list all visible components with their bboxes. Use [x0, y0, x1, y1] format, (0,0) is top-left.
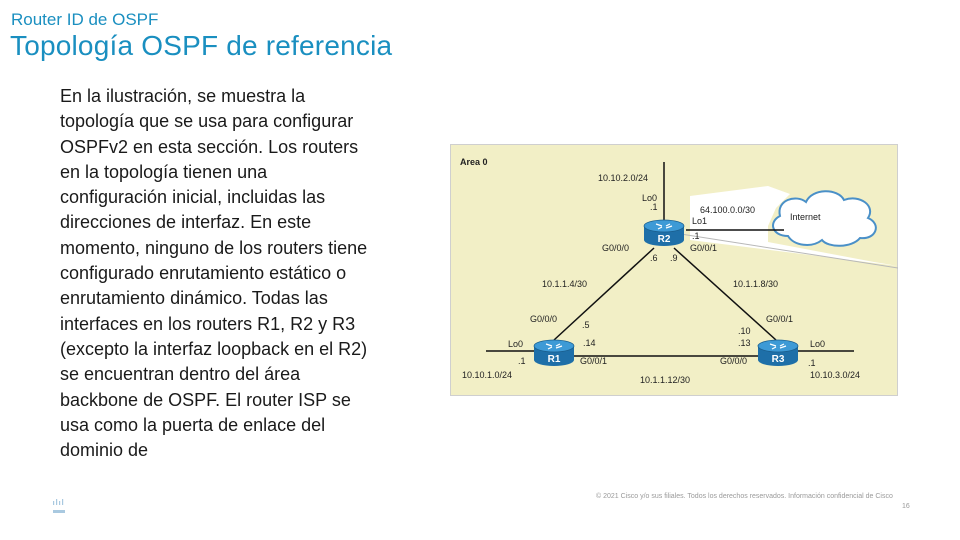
- r1-g000-host: .5: [582, 320, 590, 330]
- r2-lo1-host: .1: [692, 231, 700, 241]
- router-r3-icon: [757, 339, 799, 366]
- net-r2-r3: 10.1.1.8/30: [733, 279, 778, 289]
- slide-title: Topología OSPF de referencia: [10, 30, 393, 61]
- r1-lo0-label: Lo0: [508, 339, 523, 349]
- router-r3-label: R3: [772, 354, 785, 365]
- r3-g001-label: G0/0/1: [766, 314, 793, 324]
- link-r2-r3: [673, 247, 777, 341]
- r3-g001-host: .10: [738, 326, 751, 336]
- router-r1-icon: [533, 339, 575, 366]
- r2-g000-host: .6: [650, 253, 658, 263]
- r1-g000-label: G0/0/0: [530, 314, 557, 324]
- net-r1-r2: 10.1.1.4/30: [542, 279, 587, 289]
- r2-lo1-label: Lo1: [692, 216, 707, 226]
- r1-lo0-host: .1: [518, 356, 526, 366]
- r3-lo0-host: .1: [808, 358, 816, 368]
- r1-g001-host: .14: [583, 338, 596, 348]
- r2-g001-label: G0/0/1: [690, 243, 717, 253]
- ospf-topology-diagram: Area 0 Internet R2 R1 R3 10.10.2.0/24 64…: [450, 144, 898, 396]
- r2-g001-host: .9: [670, 253, 678, 263]
- router-r2-icon: [643, 219, 685, 246]
- link-r1-r2: [553, 247, 655, 341]
- cisco-logo-icon: [53, 499, 65, 513]
- slide-kicker: Router ID de OSPF: [11, 10, 159, 29]
- r2-lo0-host: .1: [650, 202, 658, 212]
- net-r1-lo0: 10.10.1.0/24: [462, 370, 512, 380]
- r1-g001-label: G0/0/1: [580, 356, 607, 366]
- net-r1-r3: 10.1.1.12/30: [640, 375, 690, 385]
- internet-label: Internet: [790, 212, 821, 222]
- net-r3-lo0: 10.10.3.0/24: [810, 370, 860, 380]
- r3-g000-label: G0/0/0: [720, 356, 747, 366]
- page-number: 16: [902, 503, 910, 510]
- footer-copyright: © 2021 Cisco y/o sus filiales. Todos los…: [596, 493, 893, 500]
- r3-g000-host: .13: [738, 338, 751, 348]
- router-r2-label: R2: [658, 234, 671, 245]
- area-0-border: [450, 144, 898, 396]
- r2-g000-label: G0/0/0: [602, 243, 629, 253]
- net-r2-lo1: 64.100.0.0/30: [700, 205, 755, 215]
- r3-lo0-label: Lo0: [810, 339, 825, 349]
- r2-lo0-label: Lo0: [642, 193, 657, 203]
- internet-cloud-icon: [772, 190, 877, 247]
- net-r2-lo0: 10.10.2.0/24: [598, 173, 648, 183]
- router-r1-label: R1: [548, 354, 561, 365]
- body-paragraph: En la ilustración, se muestra la topolog…: [60, 86, 368, 461]
- area-label: Area 0: [460, 157, 488, 167]
